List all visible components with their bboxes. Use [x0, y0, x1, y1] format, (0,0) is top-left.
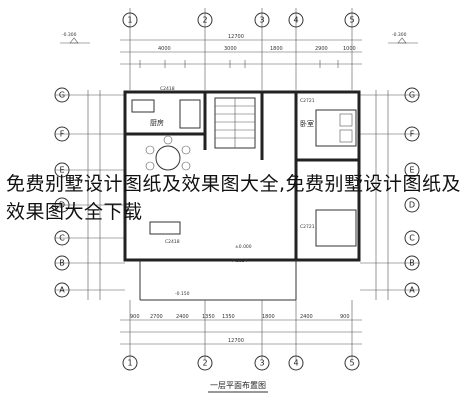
axis-label-right-d: D [409, 201, 415, 210]
axis-label-bottom-1: 1 [127, 359, 132, 368]
dim-top-3: 1800 [270, 46, 283, 52]
building-walls [123, 90, 361, 301]
axis-bubble-b-left [54, 255, 70, 271]
dim-bottom-7: 2400 [300, 314, 313, 320]
axis-bubble-2-top [197, 12, 213, 28]
dining-table [145, 135, 191, 171]
side-axes: G F E D C B A G F E D C B A [54, 87, 420, 300]
axis-bubble-g-left [54, 87, 70, 103]
dim-bottom-8: 900 [340, 314, 350, 320]
axis-label-bottom-5: 5 [349, 359, 354, 368]
axis-bubble-5-top [344, 12, 360, 28]
axis-label-right-c: C [409, 234, 415, 243]
dim-top-5: 1000 [343, 46, 356, 52]
dim-bottom-4: 1350 [202, 314, 215, 320]
dim-total-bottom: 12700 [228, 338, 244, 344]
caption-text: 免费别墅设计图纸及效果图大全,免费别墅设计图纸及效果图大全下载 [6, 173, 462, 223]
axis-label-top-2: 2 [202, 16, 207, 25]
axis-bubble-2-bottom [197, 355, 213, 371]
axis-label-left-b: B [59, 259, 65, 268]
dim-bottom-5: 1350 [222, 314, 235, 320]
top-axis-row: 1 2 3 4 5 [122, 8, 360, 90]
axis-label-left-e: E [59, 166, 64, 175]
axis-bubble-d-left [54, 197, 70, 213]
dim-bottom-3: 2400 [176, 314, 189, 320]
axis-bubble-a-left [54, 282, 70, 298]
axis-label-right-g: G [409, 91, 415, 100]
living-area: C2418 M1824 [149, 221, 247, 264]
window-label-living: C2418 [165, 239, 180, 245]
axis-bubble-4-top [288, 12, 304, 28]
axis-bubble-f-left [54, 126, 70, 142]
dim-top-1: 4000 [158, 46, 171, 52]
axis-label-right-a: A [409, 286, 415, 295]
axis-label-top-1: 1 [127, 16, 132, 25]
axis-bubble-c-left [54, 230, 70, 246]
axis-bubble-1-top [122, 12, 138, 28]
window-label-bedroom-bottom: C2721 [300, 224, 315, 230]
axis-bubble-g-right [404, 87, 420, 103]
axis-label-left-d: D [59, 201, 65, 210]
axis-label-right-b: B [409, 259, 415, 268]
dim-bottom-1: 900 [130, 314, 140, 320]
dim-bottom-2: 2700 [150, 314, 163, 320]
axis-label-top-3: 3 [259, 16, 264, 25]
axis-label-bottom-3: 3 [259, 359, 264, 368]
room-label-bedroom: 卧室 [300, 119, 314, 128]
room-label-kitchen: 厨房 [150, 118, 164, 127]
axis-bubble-1-bottom [122, 355, 138, 371]
door-label-main: M1824 [232, 258, 247, 264]
axis-label-bottom-4: 4 [293, 359, 298, 368]
axis-bubble-e-left [54, 162, 70, 178]
axis-bubble-5-bottom [344, 355, 360, 371]
axis-label-left-g: G [59, 91, 65, 100]
axis-label-left-f: F [60, 130, 65, 139]
axis-bubble-3-bottom [254, 355, 270, 371]
axis-label-right-f: F [410, 130, 415, 139]
level-mark-top-left: -0.300 [62, 32, 77, 38]
bedroom-furniture: 卧室 C2721 C2721 [300, 98, 357, 247]
axis-bubble-f-right [404, 126, 420, 142]
drawing-title-block: 一层平面布置图 [208, 380, 268, 393]
axis-label-left-a: A [59, 286, 65, 295]
dim-bottom-6: 1800 [262, 314, 275, 320]
bottom-axis-row: 1 2 3 4 5 [122, 300, 360, 371]
axis-bubble-e-right [404, 162, 420, 178]
axis-bubble-4-bottom [288, 355, 304, 371]
drawing-title: 一层平面布置图 [210, 380, 266, 390]
dim-top-4: 2900 [315, 46, 328, 52]
window-label-bedroom-top: C2721 [300, 98, 315, 104]
level-mark-top-right: -0.300 [392, 32, 407, 38]
level-mark-porch: -0.150 [175, 291, 190, 297]
axis-label-left-c: C [59, 234, 65, 243]
axis-bubble-3-top [254, 12, 270, 28]
staircase [214, 97, 256, 149]
level-marks: -0.300 -0.300 ±0.000 -0.150 [60, 32, 418, 297]
axis-bubble-c-right [404, 230, 420, 246]
axis-label-top-4: 4 [293, 16, 298, 25]
caption-overlay: 免费别墅设计图纸及效果图大全,免费别墅设计图纸及效果图大全下载 [6, 170, 468, 226]
axis-bubble-a-right [404, 282, 420, 298]
axis-bubble-b-right [404, 255, 420, 271]
window-label-kitchen: C2418 [160, 86, 175, 92]
axis-label-bottom-2: 2 [202, 359, 207, 368]
axis-label-right-e: E [409, 166, 414, 175]
kitchen-fixtures: 厨房 C2418 [131, 86, 201, 129]
top-dimensions: 12700 4000 3000 1800 2900 1000 [120, 34, 362, 68]
axis-label-top-5: 5 [349, 16, 354, 25]
level-mark-entry: ±0.000 [235, 244, 252, 250]
bottom-dimensions: 900 2700 2400 1350 1350 1800 2400 900 12… [120, 314, 362, 345]
dim-total-top: 12700 [228, 34, 244, 40]
axis-bubble-d-right [404, 197, 420, 213]
dim-top-2: 3000 [224, 46, 237, 52]
